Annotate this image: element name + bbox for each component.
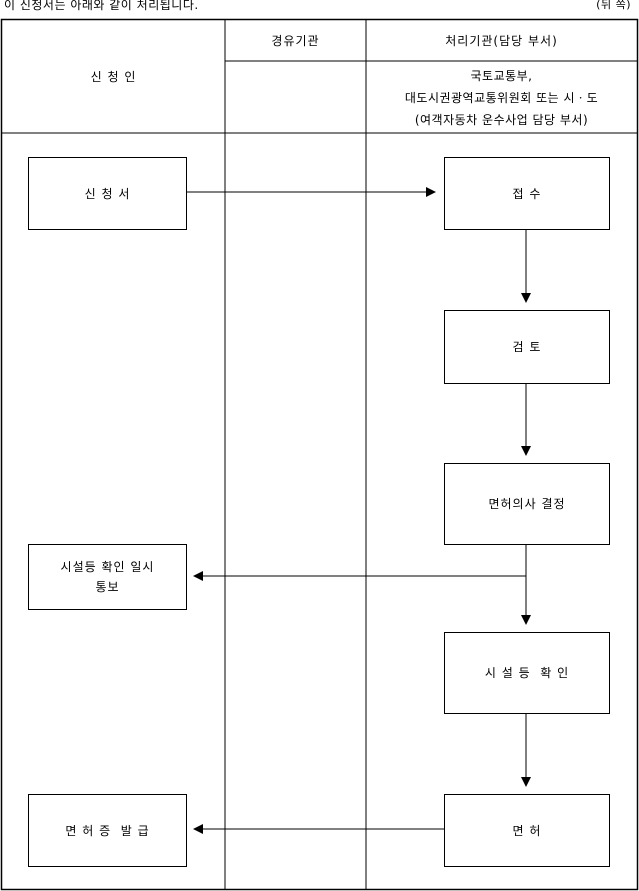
processing-detail-line: 대도시권광역교통위원회 또는 시ㆍ도	[404, 91, 599, 105]
step-review-label: 검 토	[512, 340, 542, 354]
step-notice: 시설등 확인 일시 통보	[28, 544, 187, 610]
step-facility-check: 시 설 등 확 인	[444, 632, 610, 714]
step-decision-label: 면허의사 결정	[488, 497, 566, 511]
processing-detail-line: 국토교통부,	[470, 69, 533, 83]
step-issuance: 면 허 증 발 급	[28, 794, 187, 867]
process-note: 이 신청서는 아래와 같이 처리됩니다.	[4, 0, 199, 12]
step-notice-label: 통보	[95, 580, 120, 594]
step-facility-check-label: 시 설 등 확 인	[484, 666, 570, 680]
step-application-label: 신 청 서	[84, 186, 131, 201]
step-license: 면 허	[444, 794, 610, 867]
step-review: 검 토	[444, 310, 610, 384]
back-side-label: (뒤 쪽)	[596, 0, 631, 11]
processing-detail-line: (여객자동차 운수사업 담당 부서)	[414, 113, 589, 127]
intermediary-column-header: 경유기관	[271, 34, 320, 48]
applicant-column-header: 신 청 인	[90, 70, 137, 84]
step-receipt-label: 접 수	[512, 186, 542, 201]
processing-agency-detail: 국토교통부, 대도시권광역교통위원회 또는 시ㆍ도 (여객자동차 운수사업 담당…	[366, 65, 637, 131]
step-license-label: 면 허	[512, 823, 542, 838]
step-receipt: 접 수	[444, 157, 610, 230]
step-application: 신 청 서	[28, 157, 187, 230]
step-decision: 면허의사 결정	[444, 463, 610, 545]
step-notice-label: 시설등 확인 일시	[60, 560, 155, 574]
step-issuance-label: 면 허 증 발 급	[65, 823, 150, 838]
processing-column-header: 처리기관(담당 부서)	[445, 34, 558, 48]
